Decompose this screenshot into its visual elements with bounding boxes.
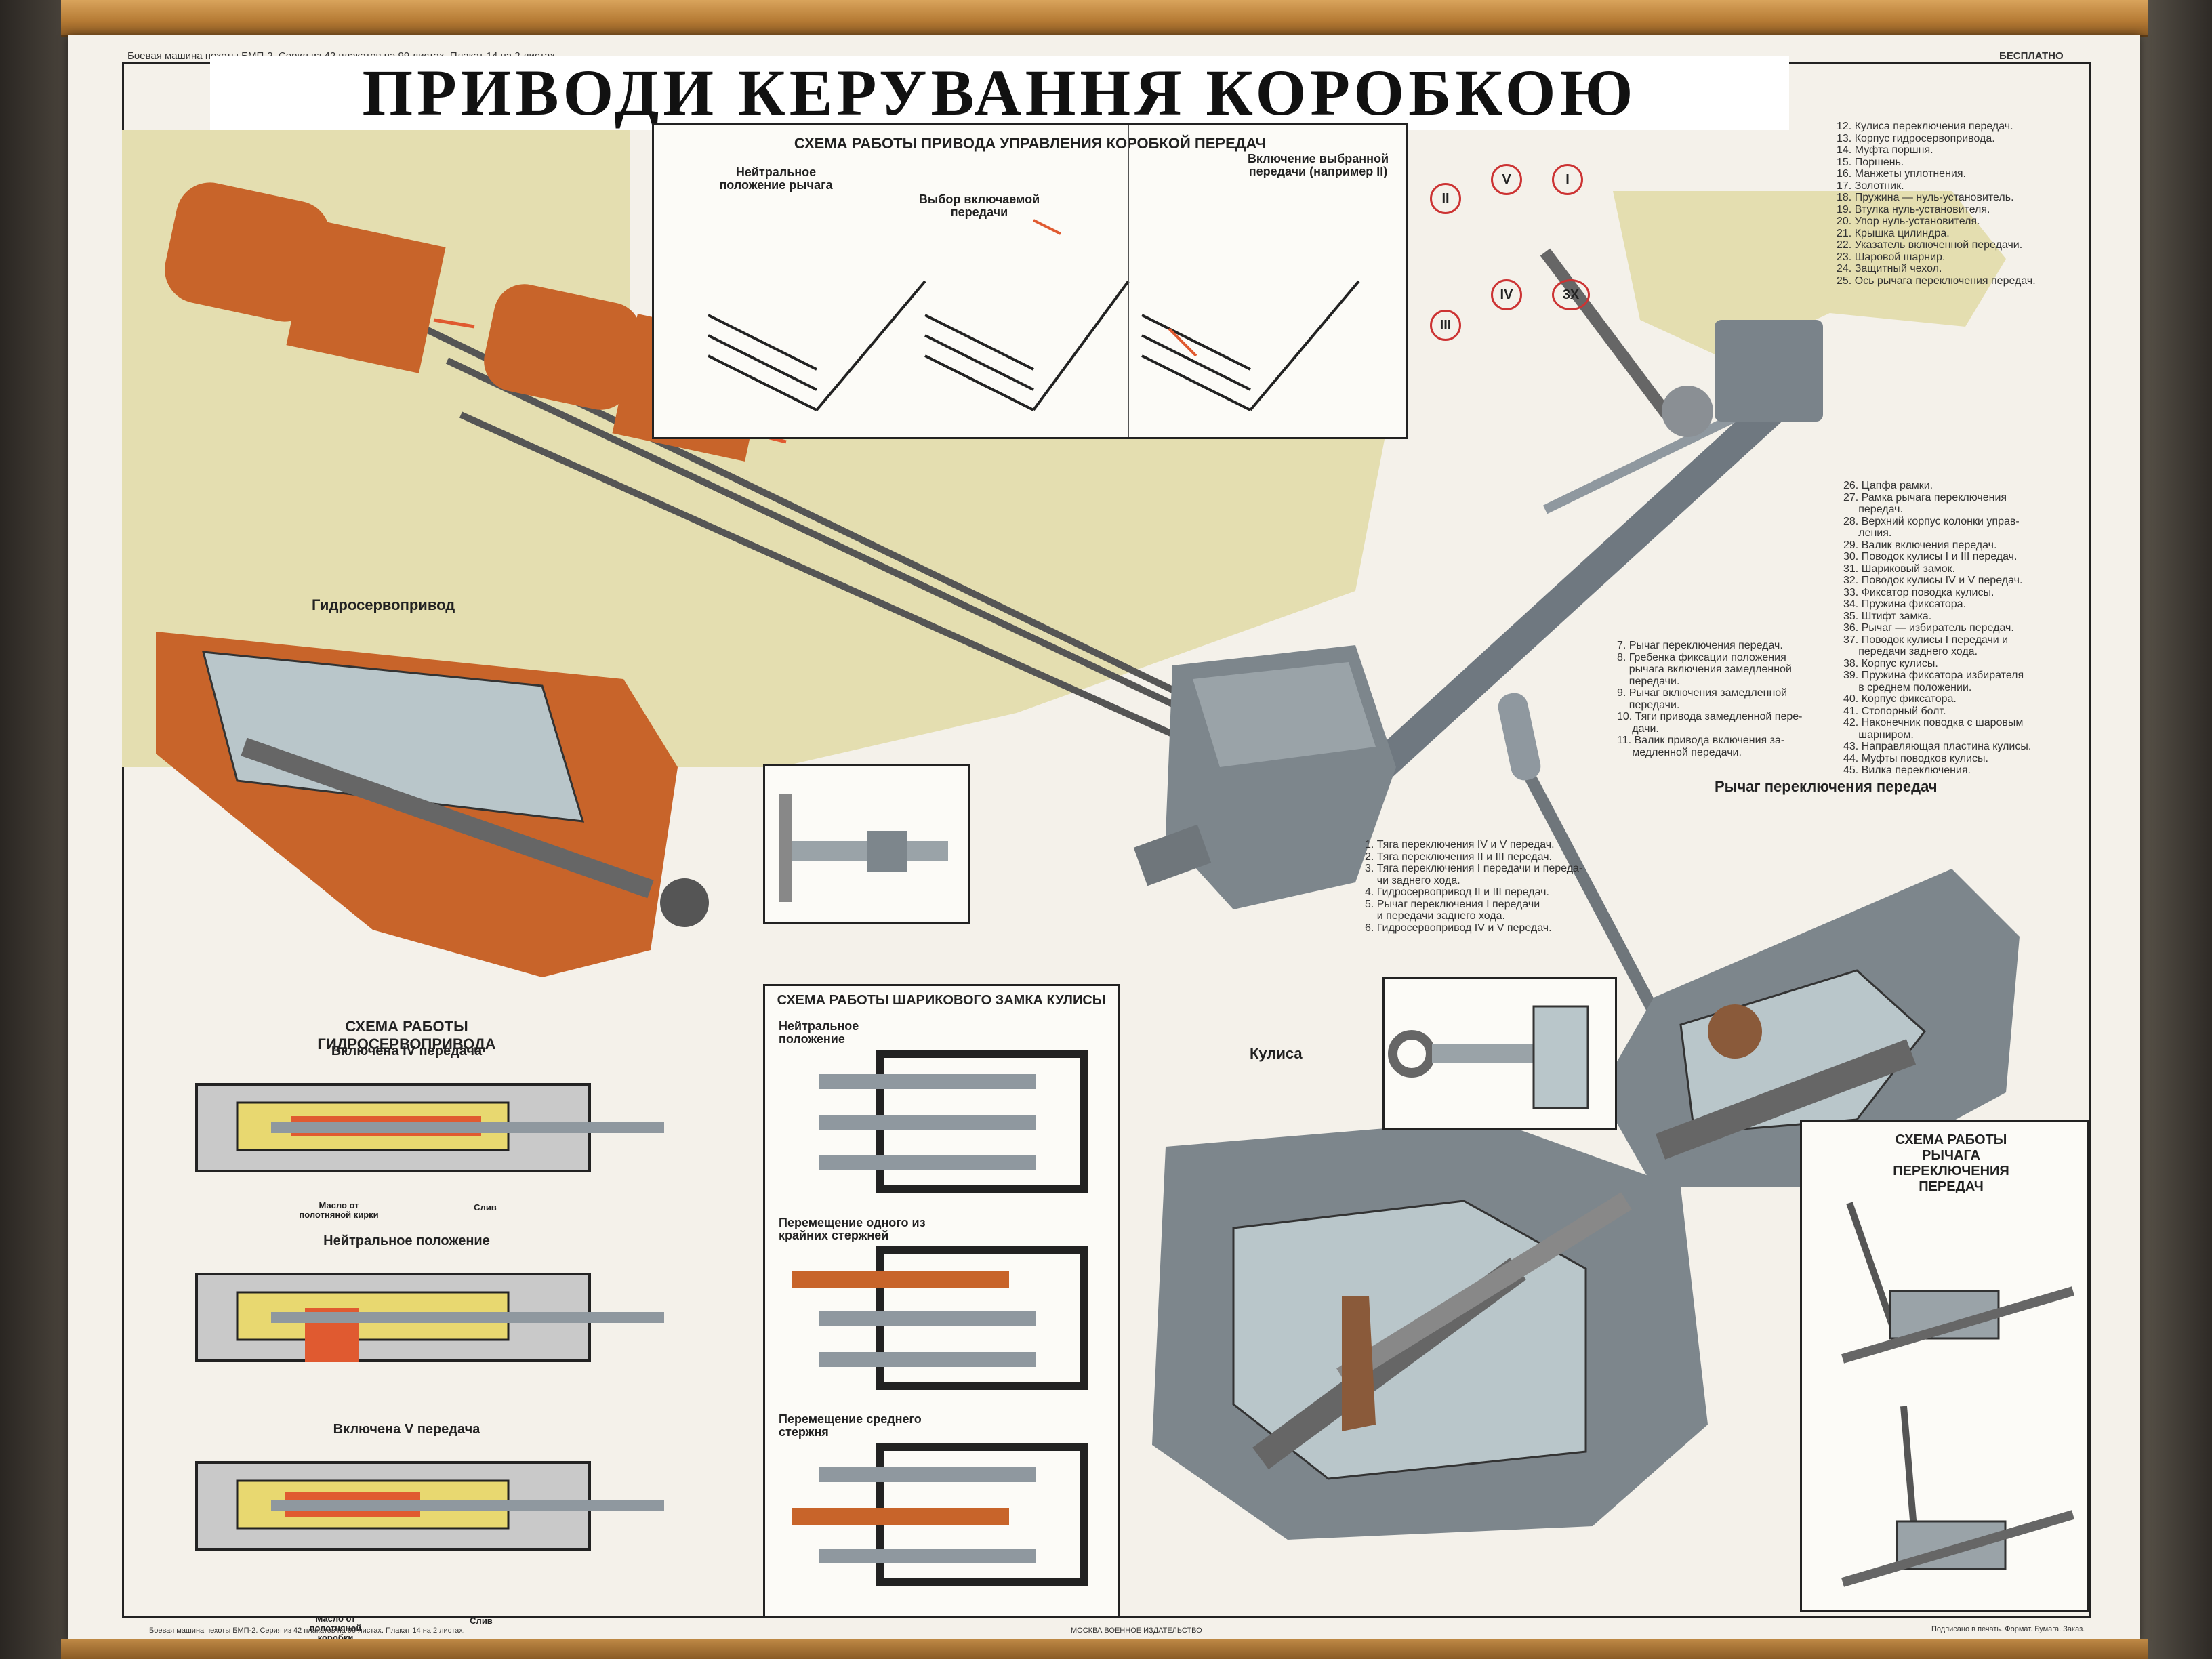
gidro-cyl-3 xyxy=(195,1461,664,1551)
scheme-ball-panel: СХЕМА РАБОТЫ ШАРИКОВОГО ЗАМКА КУЛИСЫ Ней… xyxy=(763,984,1120,1618)
scheme-ball-drawing xyxy=(792,1050,1088,1586)
scheme-drive-lines xyxy=(708,125,1360,437)
wall-left xyxy=(0,0,68,1659)
legend-a: 12. Кулиса переключения передач. 13. Кор… xyxy=(1837,121,2036,287)
poster: Боевая машина пехоты БМП-2. Серия из 42 … xyxy=(68,35,2140,1643)
scheme-drive-select: Выбор включаемой передачи xyxy=(918,192,1040,219)
kulisa-title: Кулиса xyxy=(1250,1045,1303,1062)
gidro-cyl-2 xyxy=(195,1273,664,1362)
scheme-drive-neutral: Нейтральное положение рычага xyxy=(719,165,833,192)
footer-center: МОСКВА ВОЕННОЕ ИЗДАТЕЛЬСТВО xyxy=(1071,1626,1202,1635)
gear-I: I xyxy=(1552,164,1583,195)
scheme-lever-drawing xyxy=(1841,1202,2074,1587)
legend-d: 1. Тяга переключения IV и V передач. 2. … xyxy=(1365,839,1583,934)
gear-reverse: 3Х xyxy=(1552,279,1590,310)
free-label: БЕСПЛАТНО xyxy=(1999,50,2064,62)
gidro-state-iv: Включена IV передача xyxy=(331,1044,483,1059)
poster-top-rod xyxy=(61,0,2148,37)
hull-background-right xyxy=(1613,191,2006,361)
gearbox xyxy=(1133,645,1396,909)
gidro-drain-2: Слив xyxy=(470,1616,493,1626)
gidro-state-neutral: Нейтральное положение xyxy=(323,1233,490,1248)
scheme-lever-title: СХЕМА РАБОТЫ РЫЧАГА ПЕРЕКЛЮЧЕНИЯ ПЕРЕДАЧ xyxy=(1893,1132,2009,1194)
gear-IV: IV xyxy=(1491,279,1522,310)
ball-middle: Перемещение среднего стержня xyxy=(779,1412,922,1439)
poster-bottom-rod xyxy=(61,1639,2148,1659)
ball-neutral: Нейтральное положение xyxy=(779,1019,859,1046)
scheme-gidro-title: СХЕМА РАБОТЫ ГИДРОСЕРВОПРИВОДА xyxy=(317,1018,496,1052)
scheme-drive-engaged: Включение выбранной передачи (например I… xyxy=(1247,152,1389,178)
legend-b: 26. Цапфа рамки. 27. Рамка рычага перекл… xyxy=(1843,480,2032,776)
gear-V: V xyxy=(1491,164,1522,195)
wall-right xyxy=(2137,0,2212,1659)
scheme-ball-title: СХЕМА РАБОТЫ ШАРИКОВОГО ЗАМКА КУЛИСЫ xyxy=(777,993,1106,1008)
inset-ball-joint xyxy=(763,764,970,924)
gear-III: III xyxy=(1430,310,1461,341)
gear-II: II xyxy=(1430,183,1461,214)
scheme-drive-title: СХЕМА РАБОТЫ ПРИВОДА УПРАВЛЕНИЯ КОРОБКОЙ… xyxy=(794,135,1267,152)
gidro-drain-1: Слив xyxy=(474,1202,497,1212)
hull-background xyxy=(122,130,1389,767)
footer-left: Боевая машина пехоты БМП-2. Серия из 42 … xyxy=(149,1626,465,1635)
gidro-title: Гидросервопривод xyxy=(312,596,455,613)
hydroservo-cutaway xyxy=(156,632,709,977)
footer-right: Подписано в печать. Формат. Бумага. Зака… xyxy=(1931,1625,2085,1633)
gidro-cyl-1 xyxy=(195,1083,664,1172)
scheme-lever-panel: СХЕМА РАБОТЫ РЫЧАГА ПЕРЕКЛЮЧЕНИЯ ПЕРЕДАЧ xyxy=(1800,1120,2089,1612)
shift-lever-assembly xyxy=(1498,693,2020,1187)
legend-c: 7. Рычаг переключения передач. 8. Гребен… xyxy=(1617,640,1803,758)
lever-title: Рычаг переключения передач xyxy=(1715,778,1938,795)
scheme-drive-panel: СХЕМА РАБОТЫ ПРИВОДА УПРАВЛЕНИЯ КОРОБКОЙ… xyxy=(652,123,1408,439)
kulisa-cutaway xyxy=(1152,1120,1708,1540)
ball-outer: Перемещение одного из крайних стержней xyxy=(779,1216,926,1242)
scheme-gidro-drawing xyxy=(195,1083,664,1551)
inset-rod-end xyxy=(1382,977,1617,1130)
gidro-state-v: Включена V передача xyxy=(333,1422,480,1437)
illustration-layer xyxy=(122,130,2020,1540)
gidro-oil-note: Масло от полотняной кирки xyxy=(299,1200,379,1220)
